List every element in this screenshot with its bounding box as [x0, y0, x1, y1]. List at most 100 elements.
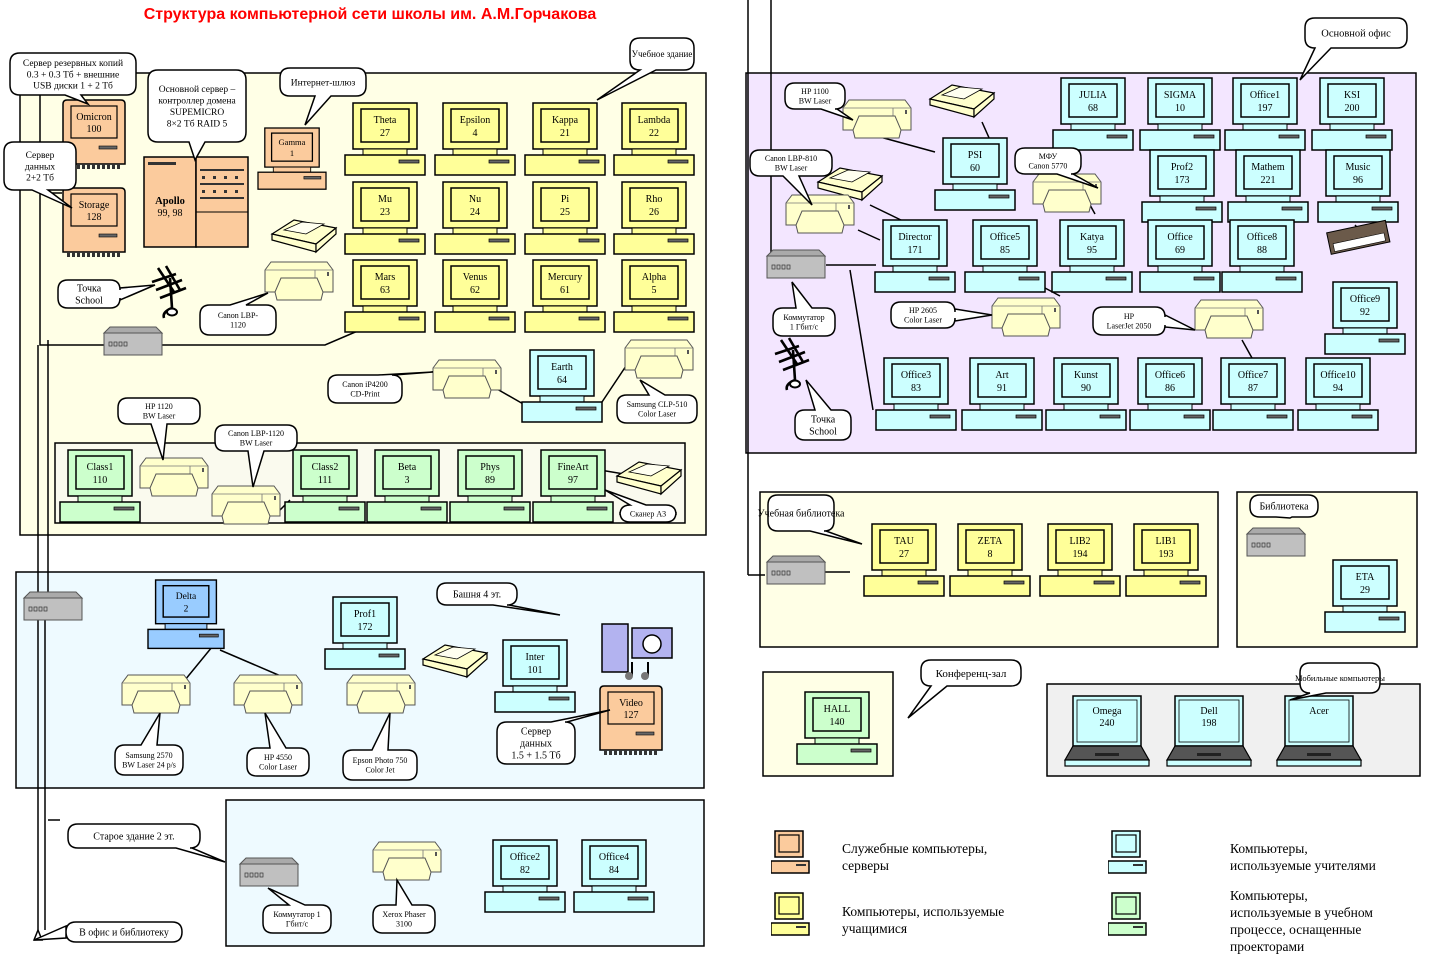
printer-hp1100[interactable] — [842, 99, 912, 139]
printer-samsung-2570[interactable] — [121, 674, 191, 714]
callout-text: USB диски 1 + 2 Тб — [33, 81, 113, 92]
legend-label-server: Служебные компьютеры,серверы — [842, 841, 988, 873]
paper-tray — [243, 690, 293, 714]
laptop-acer[interactable]: Acer — [1275, 695, 1363, 767]
drive-slot — [1378, 616, 1400, 621]
printer-mfu-canon5770[interactable] — [1032, 173, 1102, 213]
callout-text: Точка — [77, 284, 102, 295]
printer-xerox3100[interactable] — [372, 841, 442, 881]
psi-printer — [879, 136, 936, 153]
drive-slot — [929, 414, 951, 419]
switch-library[interactable] — [1245, 527, 1307, 557]
printer-hp1120[interactable] — [139, 457, 209, 497]
printer-canon-lbp810[interactable] — [785, 194, 855, 234]
printer-hp2605[interactable] — [991, 297, 1061, 337]
callout-conference: Конференц-зал — [907, 659, 1022, 719]
switch-study-library[interactable] — [765, 555, 827, 585]
switch-port — [33, 606, 38, 612]
printer-hp-laserjet2050[interactable] — [1194, 299, 1264, 339]
paper-tray — [221, 501, 271, 525]
scanner-office-2[interactable] — [816, 167, 884, 202]
switch-old-building[interactable] — [238, 857, 300, 887]
printer-samsung-clp510[interactable] — [624, 339, 694, 379]
scanner-tower[interactable] — [421, 644, 489, 679]
computer-name: Theta — [374, 115, 397, 126]
printer-epson750[interactable] — [346, 674, 416, 714]
scanner-office-1[interactable] — [928, 84, 996, 119]
printer-canon-lbp1120[interactable] — [211, 485, 281, 525]
scanner-lab[interactable] — [270, 219, 338, 254]
callout-bubble — [794, 379, 852, 441]
printer-canon-ip4200[interactable] — [432, 359, 502, 399]
switch-tower[interactable] — [22, 591, 84, 621]
callout-text: BW Laser — [775, 164, 808, 173]
printer-hp4550[interactable] — [233, 674, 303, 714]
switch-main-office[interactable] — [765, 249, 827, 279]
scanner-a3[interactable] — [615, 461, 683, 496]
switch-port — [43, 606, 48, 612]
drive-slot — [667, 238, 689, 243]
switch-main-building[interactable] — [102, 326, 164, 356]
printer-canon-lbp1120-lab[interactable] — [264, 261, 334, 301]
system-unit-icon — [613, 154, 695, 176]
connector-pin — [112, 252, 115, 257]
